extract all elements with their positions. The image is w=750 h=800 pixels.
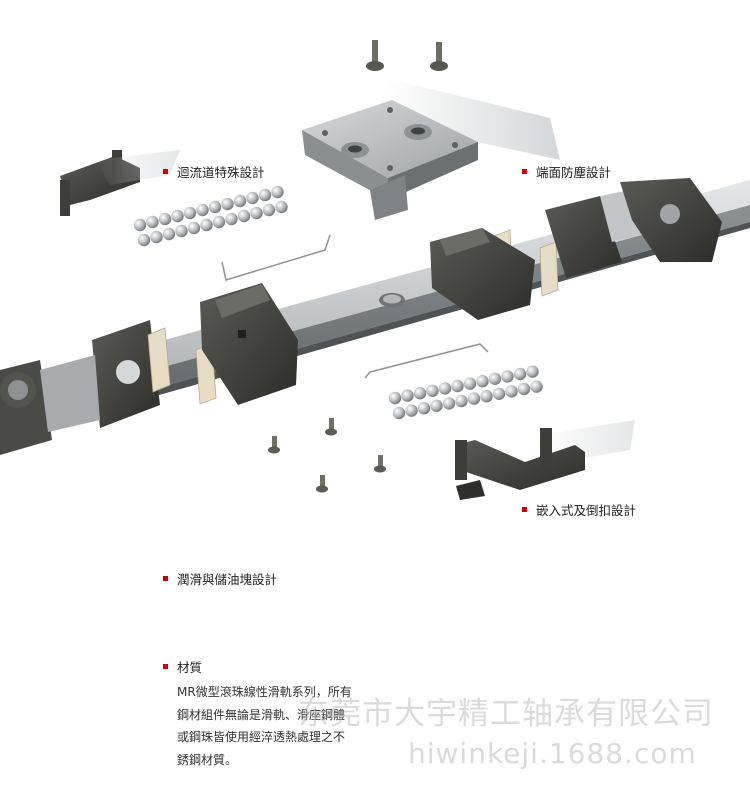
- steel-ball: [417, 402, 431, 415]
- bullet-icon: [522, 169, 527, 174]
- steel-ball: [183, 206, 197, 220]
- steel-ball: [171, 209, 184, 223]
- flange-slide-block: [302, 78, 560, 220]
- steel-ball: [196, 203, 209, 217]
- steel-ball: [208, 200, 222, 214]
- steel-ball: [530, 380, 543, 393]
- steel-ball: [405, 404, 418, 417]
- right-slide-block: [545, 178, 722, 278]
- steel-ball: [455, 394, 468, 408]
- steel-ball: [146, 215, 159, 229]
- steel-ball: [451, 379, 464, 393]
- steel-ball: [275, 200, 288, 214]
- feature-text: 迴流道特殊設計: [177, 165, 265, 180]
- feature-label-embedded: 嵌入式及倒扣設計: [522, 500, 636, 519]
- steel-ball: [492, 387, 506, 400]
- steel-ball: [476, 375, 489, 388]
- steel-ball: [438, 382, 452, 395]
- bullet-icon: [522, 507, 527, 512]
- steel-ball: [233, 194, 247, 208]
- bullet-icon: [163, 664, 168, 669]
- top-wire-guide: [221, 234, 331, 281]
- material-line: 銹鋼材質。: [177, 752, 238, 767]
- steel-ball: [225, 212, 238, 226]
- watermark-company: 东莞市大宇精工轴承有限公司: [298, 696, 714, 732]
- feature-text: 端面防塵設計: [536, 165, 612, 180]
- steel-ball: [262, 203, 276, 217]
- steel-ball: [175, 224, 188, 238]
- feature-text: 潤滑與儲油塊設計: [177, 572, 278, 587]
- steel-ball: [271, 185, 284, 199]
- steel-ball: [237, 209, 251, 223]
- steel-ball: [250, 206, 263, 220]
- steel-ball: [505, 385, 518, 398]
- steel-ball: [187, 221, 201, 235]
- bottom-screws: [268, 418, 386, 493]
- steel-ball: [150, 230, 163, 244]
- feature-label-end-face: 端面防塵設計: [522, 162, 611, 181]
- right-end-cap: [430, 228, 535, 320]
- steel-ball: [442, 397, 456, 410]
- steel-ball: [133, 218, 147, 232]
- top-ball-chain: [133, 185, 288, 247]
- material-description: MR微型滾珠線性滑軌系列，所有 鋼材組件無論是滑軌、滑座鋼體 或鋼珠皆使用經淬透…: [177, 681, 387, 771]
- steel-ball: [501, 370, 514, 383]
- steel-ball: [392, 406, 406, 420]
- steel-ball: [212, 215, 226, 229]
- material-line: MR微型滾珠線性滑軌系列，所有: [177, 685, 352, 699]
- feature-label-recirculation: 迴流道特殊設計: [163, 162, 265, 181]
- material-line: 鋼材組件無論是滑軌、滑座鋼體: [177, 707, 346, 722]
- steel-ball: [162, 227, 176, 241]
- bullet-icon: [163, 169, 168, 174]
- material-heading: 材質: [163, 657, 202, 676]
- material-title: 材質: [177, 660, 203, 675]
- steel-ball: [463, 377, 477, 390]
- steel-ball: [158, 212, 172, 226]
- material-line: 或鋼珠皆使用經淬透熱處理之不: [177, 730, 346, 744]
- steel-ball: [513, 367, 527, 381]
- top-screws: [366, 40, 448, 71]
- steel-ball: [200, 218, 213, 232]
- steel-ball: [526, 365, 539, 378]
- steel-ball: [388, 391, 402, 405]
- bullet-icon: [163, 576, 168, 581]
- steel-ball: [488, 372, 502, 385]
- steel-ball: [413, 387, 427, 400]
- recirculation-retainer: [60, 150, 180, 216]
- left-slide-block: [0, 320, 160, 455]
- feature-label-lubrication: 潤滑與儲油塊設計: [163, 569, 277, 588]
- center-end-cap: [200, 283, 298, 405]
- bottom-ball-chain: [388, 365, 543, 420]
- steel-ball: [137, 233, 151, 247]
- steel-ball: [426, 384, 439, 397]
- steel-ball: [401, 389, 414, 402]
- embedded-retainer: [455, 420, 635, 500]
- steel-ball: [221, 197, 234, 211]
- steel-ball: [517, 382, 531, 396]
- steel-ball: [258, 188, 272, 202]
- steel-ball: [467, 392, 481, 405]
- steel-ball: [430, 399, 443, 412]
- bottom-wire-guide: [364, 343, 489, 379]
- steel-ball: [480, 390, 493, 403]
- feature-text: 嵌入式及倒扣設計: [536, 503, 637, 518]
- watermark-site: hiwinkeji.1688.com: [408, 737, 697, 770]
- steel-ball: [246, 191, 259, 205]
